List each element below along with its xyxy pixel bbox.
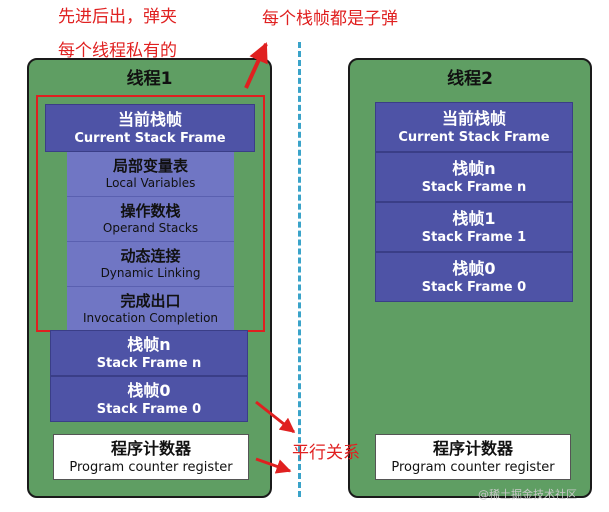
- thread1-title: 线程1: [126, 69, 173, 89]
- thread2-frame-1: 栈帧1 Stack Frame 1: [375, 202, 573, 252]
- dynamic-linking: 动态连接 Dynamic Linking: [67, 242, 234, 287]
- invocation-completion: 完成出口 Invocation Completion: [67, 287, 234, 331]
- pc-label-en: Program counter register: [69, 459, 233, 475]
- thread1-frame-0: 栈帧0 Stack Frame 0: [50, 376, 248, 422]
- frame-label-en: Current Stack Frame: [398, 129, 550, 145]
- inner-label-en: Invocation Completion: [82, 311, 219, 325]
- thread1-frame-internals: 局部变量表 Local Variables 操作数栈 Operand Stack…: [67, 152, 234, 331]
- inner-label-en: Operand Stacks: [102, 221, 199, 235]
- pc-label-en: Program counter register: [391, 459, 555, 475]
- frame-note: 每个栈帧都是子弹: [262, 9, 398, 29]
- frame-label-cn: 栈帧n: [127, 334, 171, 354]
- thread2-frame-0: 栈帧0 Stack Frame 0: [375, 252, 573, 302]
- thread1-program-counter: 程序计数器 Program counter register: [53, 434, 249, 480]
- thread2-current-frame: 当前栈帧 Current Stack Frame: [375, 102, 573, 152]
- frame-label-cn: 栈帧0: [452, 258, 496, 278]
- stack-note-line1: 先进后出，弹夹: [58, 7, 177, 27]
- frame-label-cn: 栈帧1: [452, 208, 496, 228]
- inner-label-en: Dynamic Linking: [100, 266, 201, 280]
- thread2-title: 线程2: [447, 69, 493, 89]
- frame-label-en: Stack Frame 1: [421, 229, 527, 245]
- thread1-frame-n: 栈帧n Stack Frame n: [50, 330, 248, 376]
- frame-label-en: Stack Frame n: [421, 179, 527, 195]
- thread2-program-counter: 程序计数器 Program counter register: [375, 434, 571, 480]
- frame-label-en: Stack Frame 0: [421, 279, 527, 295]
- parallel-note: 平行关系: [292, 443, 360, 463]
- thread1-current-frame: 当前栈帧 Current Stack Frame: [45, 104, 255, 152]
- stack-note-line2: 每个线程私有的: [58, 41, 177, 61]
- inner-label-cn: 动态连接: [120, 247, 181, 265]
- arrow-parallel-upper-icon: [255, 400, 296, 434]
- inner-label-cn: 局部变量表: [112, 157, 188, 175]
- local-variables: 局部变量表 Local Variables: [67, 152, 234, 197]
- frame-label-en: Current Stack Frame: [74, 130, 226, 146]
- frame-label-cn: 当前栈帧: [117, 109, 182, 129]
- arrow-to-frame-note-icon: [244, 42, 268, 89]
- arrow-parallel-lower-icon: [255, 457, 292, 474]
- thread2-frame-n: 栈帧n Stack Frame n: [375, 152, 573, 202]
- frame-label-en: Stack Frame n: [96, 355, 202, 371]
- frame-label-cn: 栈帧n: [452, 158, 496, 178]
- thread-divider: [298, 42, 301, 497]
- pc-label-cn: 程序计数器: [432, 438, 513, 458]
- frame-label-cn: 当前栈帧: [441, 108, 506, 128]
- inner-label-en: Local Variables: [105, 176, 196, 190]
- frame-label-cn: 栈帧0: [127, 380, 171, 400]
- inner-label-cn: 操作数栈: [120, 202, 181, 220]
- frame-label-en: Stack Frame 0: [96, 401, 202, 417]
- inner-label-cn: 完成出口: [120, 292, 181, 310]
- pc-label-cn: 程序计数器: [110, 438, 191, 458]
- operand-stacks: 操作数栈 Operand Stacks: [67, 197, 234, 242]
- watermark: @稀土掘金技术社区: [478, 488, 577, 501]
